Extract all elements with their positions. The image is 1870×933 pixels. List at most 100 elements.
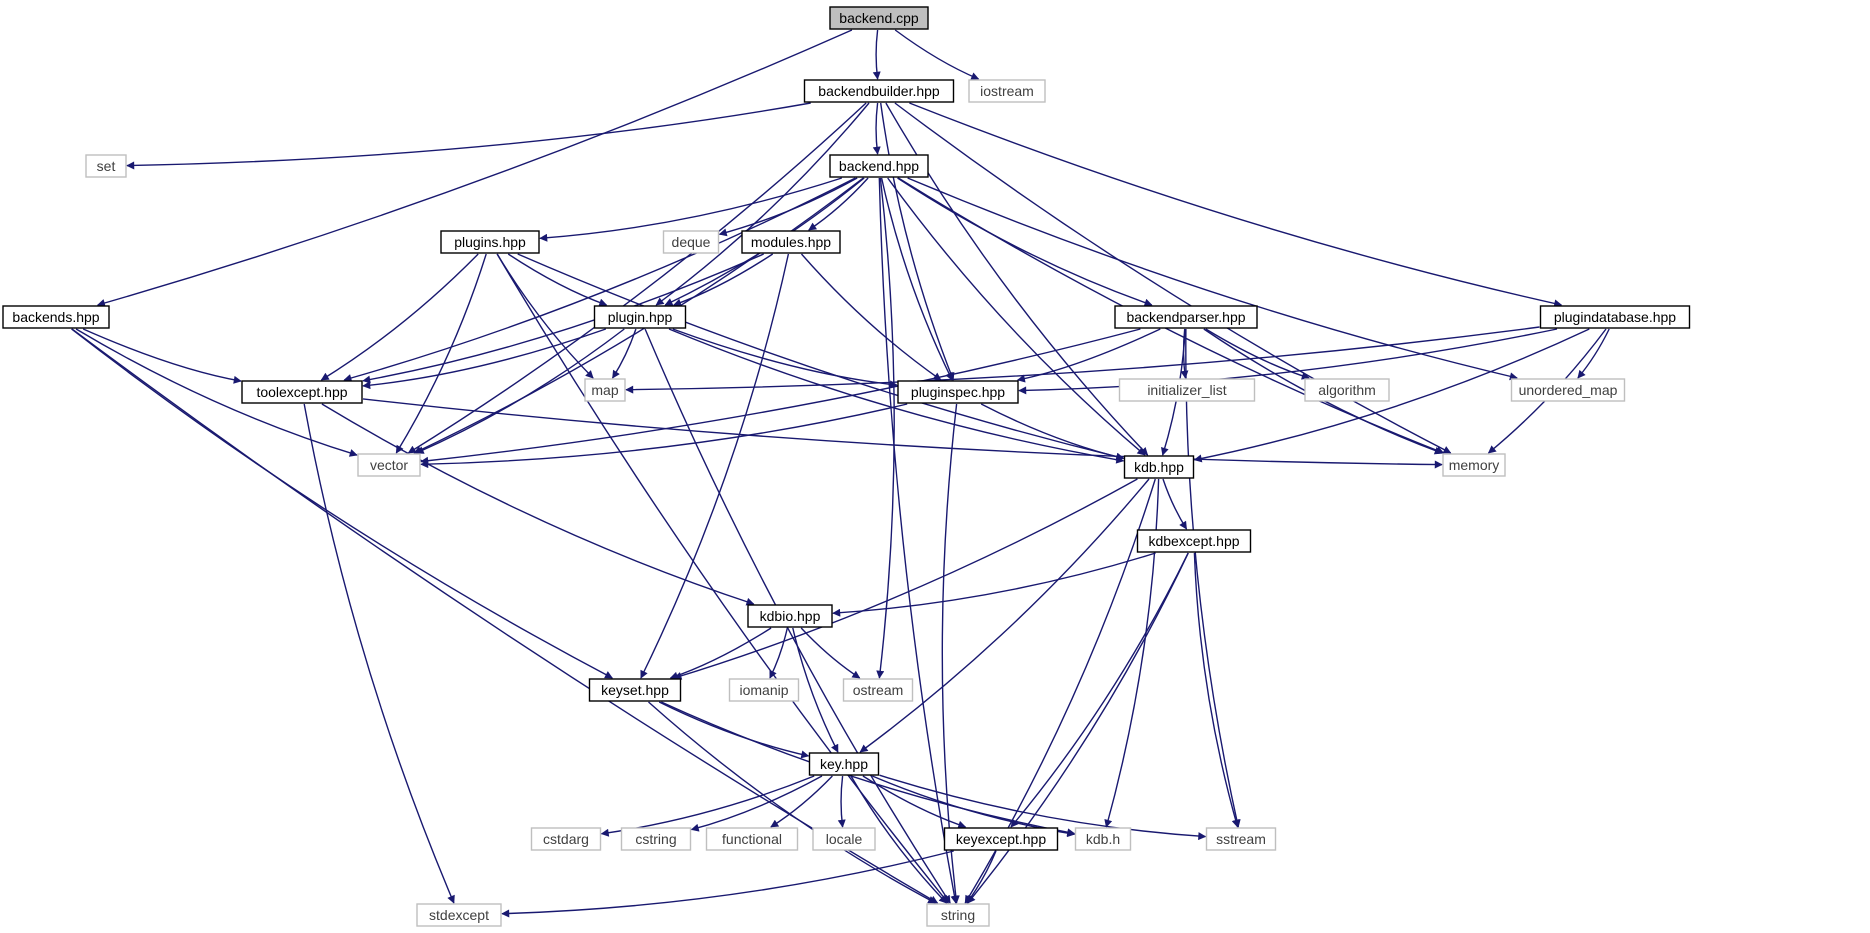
node-keyset-hpp[interactable]: keyset.hpp xyxy=(588,678,682,702)
node-backendparser-hpp[interactable]: backendparser.hpp xyxy=(1114,305,1258,329)
node-label: sstream xyxy=(1216,831,1266,847)
node-label: ostream xyxy=(853,682,904,698)
node-kdbexcept-hpp[interactable]: kdbexcept.hpp xyxy=(1136,529,1252,553)
node-label: kdbio.hpp xyxy=(760,608,821,624)
edges-layer xyxy=(71,29,1610,918)
node-label: backend.cpp xyxy=(839,10,919,26)
node-box xyxy=(803,79,955,103)
node-backend-hpp[interactable]: backend.hpp xyxy=(829,154,929,178)
node-box xyxy=(926,903,990,927)
node-label: functional xyxy=(722,831,782,847)
node-backends-hpp[interactable]: backends.hpp xyxy=(2,305,110,329)
node-box xyxy=(747,604,833,628)
edge-keyexcept-hpp-to-string xyxy=(966,850,997,904)
node-algorithm: algorithm xyxy=(1304,378,1390,402)
node-modules-hpp[interactable]: modules.hpp xyxy=(741,230,841,254)
edge-backends-hpp-to-keyset-hpp xyxy=(71,328,614,679)
node-box xyxy=(741,230,841,254)
node-toolexcept-hpp[interactable]: toolexcept.hpp xyxy=(241,380,363,404)
node-box xyxy=(968,79,1046,103)
node-label: iostream xyxy=(980,83,1034,99)
node-label: iomanip xyxy=(739,682,788,698)
edge-backendparser-hpp-to-sstream xyxy=(1185,328,1241,828)
node-box xyxy=(1510,378,1626,402)
edge-backendparser-hpp-to-pluginspec-hpp xyxy=(1016,328,1161,383)
edge-backendbuilder-hpp-to-backend-hpp xyxy=(872,102,881,155)
node-label: plugindatabase.hpp xyxy=(1554,309,1676,325)
node-box xyxy=(1205,827,1277,851)
edge-plugindatabase-hpp-to-map xyxy=(625,326,1540,394)
node-box xyxy=(705,827,799,851)
node-label: cstdarg xyxy=(543,831,589,847)
node-label: map xyxy=(591,382,618,398)
edge-kdb-hpp-to-kdb-h xyxy=(1104,478,1160,828)
node-deque: deque xyxy=(662,230,720,254)
edge-kdbexcept-hpp-to-string xyxy=(967,552,1189,904)
node-box xyxy=(1304,378,1390,402)
edge-kdbexcept-hpp-to-keyexcept-hpp xyxy=(1010,552,1189,828)
edge-plugin-hpp-to-kdb-hpp xyxy=(668,328,1125,464)
node-box xyxy=(812,827,876,851)
edge-backendparser-hpp-to-algorithm xyxy=(1205,328,1310,380)
node-plugin-hpp[interactable]: plugin.hpp xyxy=(593,305,687,329)
node-box xyxy=(416,903,502,927)
node-kdb-hpp[interactable]: kdb.hpp xyxy=(1123,455,1195,479)
edge-keyset-hpp-to-key-hpp xyxy=(658,701,810,759)
node-keyexcept-hpp[interactable]: keyexcept.hpp xyxy=(943,827,1059,851)
node-box xyxy=(2,305,110,329)
edge-backend-hpp-to-unordered-map xyxy=(907,177,1518,381)
node-functional: functional xyxy=(705,827,799,851)
edge-plugins-hpp-to-plugin-hpp xyxy=(507,253,608,307)
node-box xyxy=(584,378,626,402)
node-plugins-hpp[interactable]: plugins.hpp xyxy=(440,230,540,254)
edge-plugin-hpp-to-map xyxy=(612,328,637,379)
node-memory: memory xyxy=(1442,453,1506,477)
node-box xyxy=(588,678,682,702)
node-pluginspec-hpp[interactable]: pluginspec.hpp xyxy=(897,380,1019,404)
node-label: kdb.h xyxy=(1086,831,1120,847)
edge-key-hpp-to-cstring xyxy=(690,775,823,832)
node-cstdarg: cstdarg xyxy=(530,827,602,851)
node-ostream: ostream xyxy=(842,678,914,702)
node-map: map xyxy=(584,378,626,402)
node-label: keyset.hpp xyxy=(601,682,669,698)
nodes-layer: backend.cpp backendbuilder.hpp iostream set… xyxy=(2,6,1691,927)
node-string: string xyxy=(926,903,990,927)
node-cstring: cstring xyxy=(620,827,692,851)
edge-backend-hpp-to-plugins-hpp xyxy=(539,177,843,242)
node-label: backend.hpp xyxy=(839,158,919,174)
node-label: cstring xyxy=(635,831,676,847)
node-backendbuilder-hpp[interactable]: backendbuilder.hpp xyxy=(803,79,955,103)
edge-backend-hpp-to-pluginspec-hpp xyxy=(880,177,953,381)
edge-kdbexcept-hpp-to-sstream xyxy=(1193,552,1240,828)
node-box xyxy=(593,305,687,329)
node-label: plugins.hpp xyxy=(454,234,526,250)
node-key-hpp[interactable]: key.hpp xyxy=(808,752,880,776)
edge-backendbuilder-hpp-to-plugindatabase-hpp xyxy=(909,102,1563,308)
edge-kdb-hpp-to-kdbexcept-hpp xyxy=(1162,478,1188,530)
edge-keyset-hpp-to-string xyxy=(648,701,937,904)
node-box xyxy=(808,752,880,776)
edge-kdbexcept-hpp-to-kdbio-hpp xyxy=(832,552,1156,617)
node-box xyxy=(1074,827,1132,851)
edge-plugins-hpp-to-map xyxy=(496,253,594,379)
node-iomanip: iomanip xyxy=(728,678,800,702)
edge-backend-hpp-to-modules-hpp xyxy=(808,177,869,231)
edge-backends-hpp-to-vector xyxy=(75,328,358,457)
edge-kdbio-hpp-to-iomanip xyxy=(769,627,788,679)
node-backend-cpp[interactable]: backend.cpp xyxy=(829,6,929,30)
node-label: memory xyxy=(1449,457,1500,473)
node-set: set xyxy=(85,154,127,178)
node-box xyxy=(241,380,363,404)
edge-kdbio-hpp-to-keyset-hpp xyxy=(669,627,772,680)
node-label: deque xyxy=(672,234,711,250)
edge-keyexcept-hpp-to-stdexcept xyxy=(501,850,954,918)
node-box xyxy=(1114,305,1258,329)
node-plugindatabase-hpp[interactable]: plugindatabase.hpp xyxy=(1539,305,1691,329)
edge-plugin-hpp-to-pluginspec-hpp xyxy=(672,328,898,389)
edge-key-hpp-to-functional xyxy=(770,775,833,828)
edge-backend-hpp-to-kdb-hpp xyxy=(887,177,1146,456)
node-label: unordered_map xyxy=(1519,382,1618,398)
node-label: stdexcept xyxy=(429,907,489,923)
node-kdbio-hpp[interactable]: kdbio.hpp xyxy=(747,604,833,628)
